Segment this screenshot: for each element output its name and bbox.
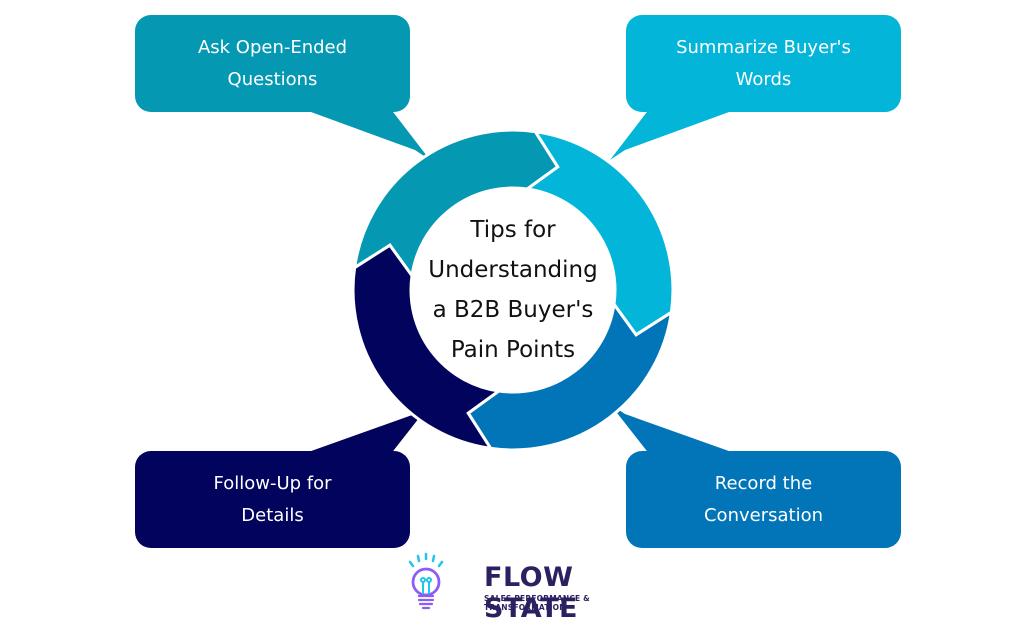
callout-box-bottom-right — [626, 451, 901, 548]
center-disc — [411, 188, 615, 392]
lightbulb-icon — [408, 552, 444, 610]
callout-tail-bottom-right — [610, 404, 740, 455]
callout-box-bottom-left — [135, 451, 410, 548]
callout-box-top-right — [626, 15, 901, 112]
callout-tail-top-right — [610, 108, 740, 160]
logo-subtitle: SALES PERFORMANCE & TRANSFORMATION — [484, 594, 590, 612]
callout-tail-top-left — [300, 108, 430, 160]
logo-title: FLOW STATE — [484, 562, 578, 624]
callout-box-top-left — [135, 15, 410, 112]
tip-label-bottom-left: Follow-Up for Details — [213, 472, 332, 526]
tip-label-top-left: Ask Open-Ended Questions — [197, 36, 348, 90]
tip-label-top-right: Summarize Buyer's Words — [676, 36, 851, 90]
tip-label-bottom-right: Record the Conversation — [703, 472, 823, 526]
flow-state-logo: FLOW STATE SALES PERFORMANCE & TRANSFORM… — [400, 548, 660, 624]
callout-tail-bottom-left — [300, 404, 430, 455]
center-title: Tips for Understanding a B2B Buyer's Pai… — [428, 217, 598, 363]
